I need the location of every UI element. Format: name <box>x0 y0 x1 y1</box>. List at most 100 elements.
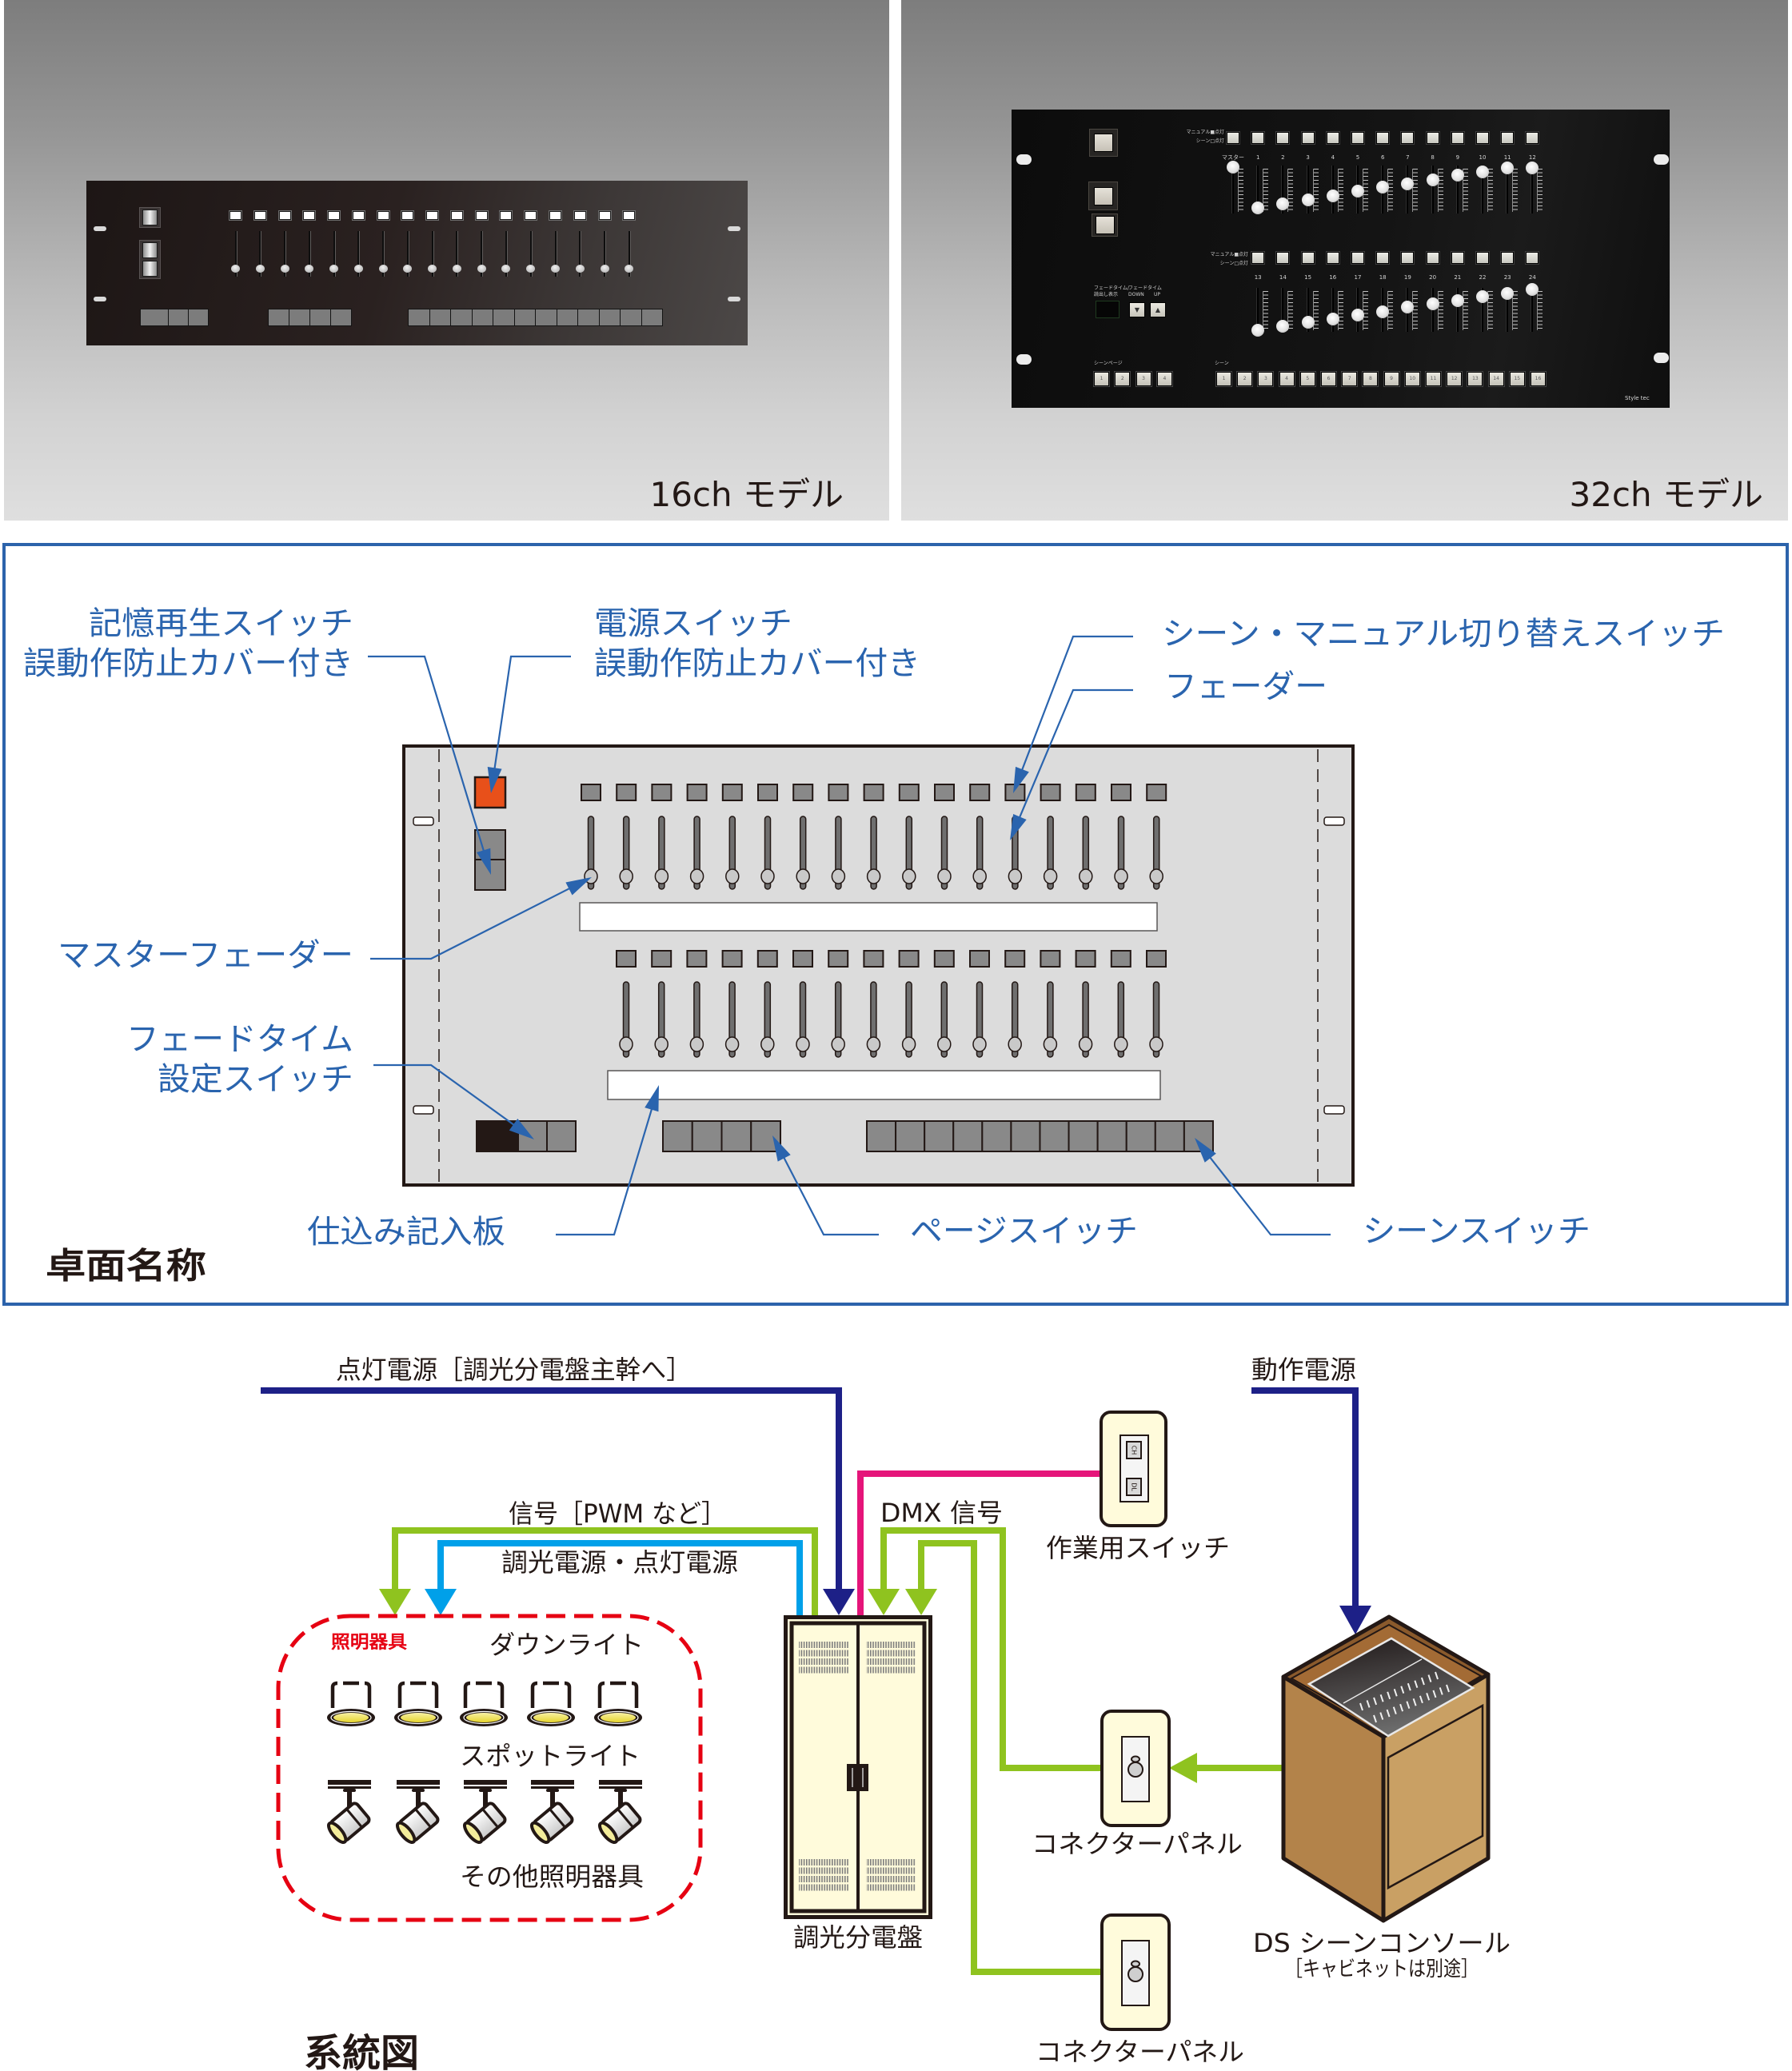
fader-knob <box>972 1036 987 1052</box>
vent-slots <box>866 1642 916 1648</box>
wiring-lines <box>261 1387 1371 1975</box>
connector-panel-inner <box>1121 1736 1150 1802</box>
fader-track <box>333 231 335 277</box>
scene-manual-switch <box>1276 252 1290 264</box>
label-operating-power: 動作電源 <box>1251 1355 1356 1385</box>
scene-manual-switch <box>969 784 991 801</box>
fader-knob <box>831 1036 845 1052</box>
fader-knob <box>972 868 987 884</box>
console-fader-mark <box>1432 1690 1437 1698</box>
channel-switch <box>278 211 291 220</box>
panel-button <box>269 309 289 325</box>
label-dmx-signal: DMX 信号 <box>880 1498 1003 1528</box>
channel-switch <box>500 211 513 220</box>
lighting-power-line <box>261 1387 855 1615</box>
scene-manual-switch <box>1351 132 1364 144</box>
spotlight-lens <box>462 1821 484 1844</box>
channel-switch <box>475 211 488 220</box>
fader-knob <box>1043 868 1058 884</box>
leader-power-switch-arrowhead-icon <box>487 767 502 793</box>
panel-button <box>514 309 535 325</box>
scene-manual-switch <box>1326 252 1339 264</box>
downlight-housing <box>463 1681 505 1708</box>
photo-32ch-model: マニュアル■点灯 シーン□点灯 マニュアル■点灯 シーン□点灯 フェードタイム/… <box>901 0 1788 521</box>
spotlight-icon <box>395 1780 440 1844</box>
rack-mount-hole <box>1016 354 1032 365</box>
scene-button: 8 <box>1363 372 1379 386</box>
channel-switch <box>549 211 561 220</box>
spotlight-adapter <box>546 1789 559 1792</box>
channel-fader-knob <box>1251 324 1265 337</box>
scene-switch <box>895 1120 926 1152</box>
scene-manual-switch <box>933 950 955 968</box>
dimming-power-line-arrowhead-icon <box>425 1589 457 1615</box>
channel-fader-scale <box>1437 169 1443 212</box>
channel-switch <box>426 211 439 220</box>
scene-manual-switch <box>1227 132 1239 144</box>
scene-manual-switch <box>1476 252 1489 264</box>
fader-knob <box>725 868 740 884</box>
scene-manual-switch <box>757 784 778 801</box>
fader-knob <box>600 264 609 273</box>
channel-switch <box>377 211 389 220</box>
spotlight-stem <box>550 1791 555 1809</box>
channel-switch <box>303 211 316 220</box>
scene-manual-switch <box>1146 784 1167 801</box>
fade-time-display <box>1096 301 1120 318</box>
channel-fader-scale <box>1387 169 1394 212</box>
console-fader-mark <box>1406 1701 1411 1710</box>
connector-panel-label: コネクターパネル <box>1036 2037 1244 2067</box>
power-switch <box>139 207 161 228</box>
fader-knob <box>619 1036 633 1052</box>
channel-fader-knob <box>1426 173 1439 186</box>
callout-leaders <box>368 635 1331 1236</box>
scene-manual-switch <box>1351 252 1364 264</box>
console-door-panel <box>1387 1703 1484 1890</box>
scene-button: 2 <box>1237 372 1253 386</box>
scene-manual-switch <box>1526 252 1539 264</box>
channel-fader-scale <box>1412 169 1419 212</box>
fader-knob <box>689 1036 704 1052</box>
cabinet-handle <box>847 1764 868 1791</box>
channel-number: 23 <box>1503 274 1511 281</box>
scene-manual-switch <box>863 784 884 801</box>
connector-panel-1: コネクターパネル <box>1032 1710 1243 1859</box>
console-dmx-line <box>1169 1753 1283 1783</box>
panel-button <box>141 309 168 325</box>
fade-down-label: DOWN <box>1128 292 1144 297</box>
fader-knob <box>654 868 669 884</box>
channel-number: 16 <box>1329 274 1337 281</box>
panel-button <box>429 309 450 325</box>
leader-memory-switch-line <box>368 655 485 852</box>
fade-time-label: フェードタイム <box>1128 285 1162 291</box>
spotlight-icon <box>597 1780 642 1844</box>
fader-knob <box>452 264 461 273</box>
spotlight-lens <box>326 1821 348 1844</box>
leader-master-fader-arrowhead-icon <box>565 877 592 896</box>
fader-knob <box>1008 868 1023 884</box>
rack-ear-hole <box>1323 1105 1345 1115</box>
playback-switch-button <box>1095 216 1115 234</box>
channel-switch <box>450 211 463 220</box>
spotlight-stem <box>483 1791 488 1809</box>
fader-track <box>431 231 433 277</box>
scene-manual-switch <box>1526 132 1539 144</box>
channel-fader-scale <box>1287 169 1294 212</box>
fader-knob <box>654 1036 669 1052</box>
downlight-ring <box>530 1710 572 1725</box>
scene-manual-switch <box>1040 784 1061 801</box>
operating-power-line-arrowhead-icon <box>1339 1606 1371 1634</box>
connector-socket-icon <box>1127 1762 1143 1778</box>
scene-button: 15 <box>1509 372 1525 386</box>
channel-switch <box>525 211 537 220</box>
channel-fader-scale <box>1537 291 1543 330</box>
vent-slots <box>866 1650 916 1657</box>
channel-fader-track <box>1331 288 1334 332</box>
downlight-lens <box>601 1713 636 1722</box>
operating-power-line <box>1251 1387 1371 1634</box>
fader-knob <box>1149 1036 1163 1052</box>
label-signal: 信号［PWM など］ <box>509 1498 726 1529</box>
scene-manual-switch <box>616 950 637 968</box>
scene-button: 12 <box>1447 372 1463 386</box>
scene-switch <box>924 1120 955 1152</box>
